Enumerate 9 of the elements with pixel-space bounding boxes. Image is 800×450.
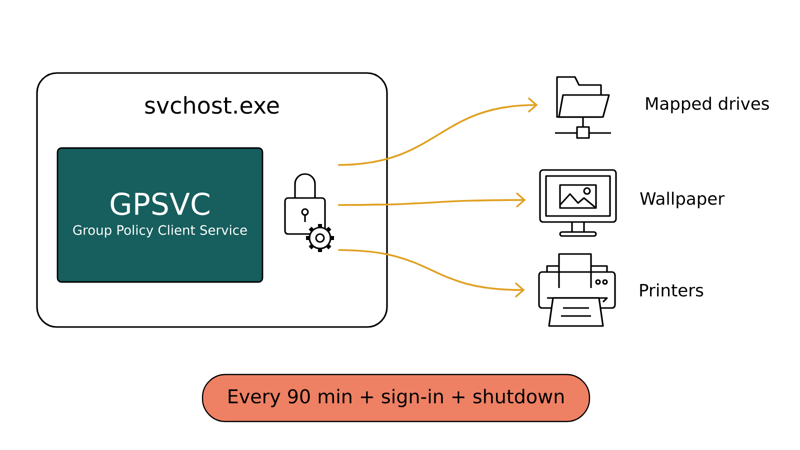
- arrow: [338, 97, 538, 166]
- icon-label: Printers: [640, 283, 704, 297]
- service-box: GPSVC Group Policy Client Service: [56, 147, 264, 283]
- schedule-pill: Every 90 min + sign-in + shutdown: [202, 374, 590, 422]
- arrow: [338, 249, 525, 298]
- lock-gear-icon: [284, 173, 334, 252]
- icon-label: Wallpaper: [640, 192, 725, 208]
- arrow: [338, 192, 526, 208]
- icon-label: Mapped drives: [646, 96, 769, 114]
